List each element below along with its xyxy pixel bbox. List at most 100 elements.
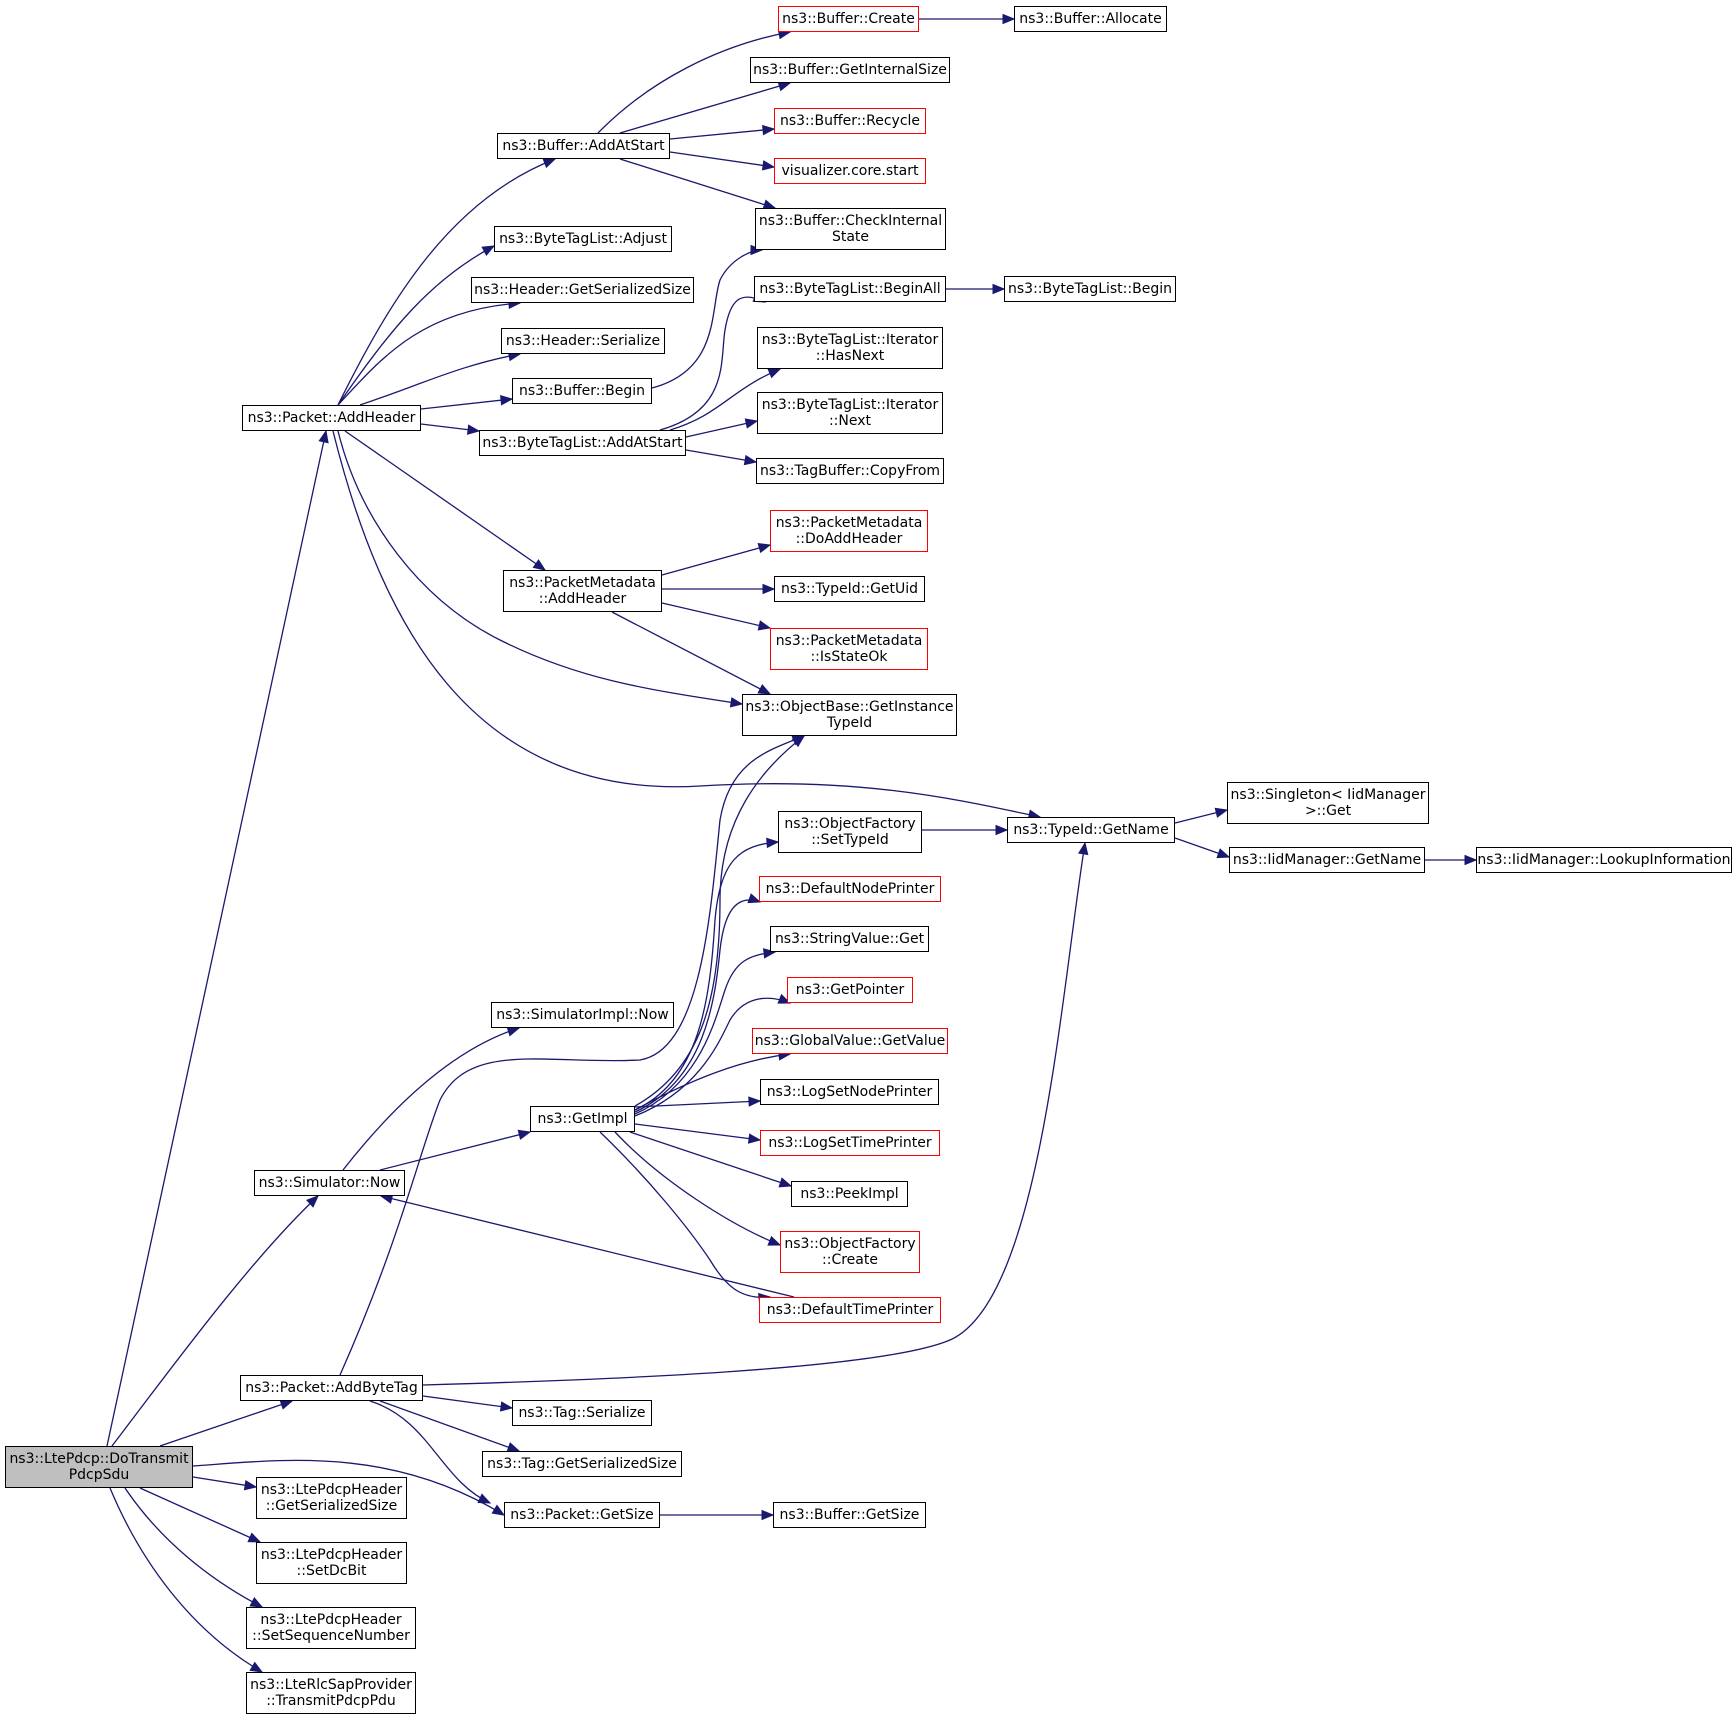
edge-iid_getname-iid_lookup <box>1425 854 1478 866</box>
node-typeid-getname[interactable]: ns3::TypeId::GetName <box>1007 817 1175 843</box>
edge-getimpl-defaulttimeprinter <box>599 1131 772 1304</box>
node-globalvalue-getvalue[interactable]: ns3::GlobalValue::GetValue <box>752 1028 948 1054</box>
node-tag-getserializedsize[interactable]: ns3::Tag::GetSerializedSize <box>482 1451 682 1477</box>
node-packetmetadata-addheader[interactable]: ns3::PacketMetadata::AddHeader <box>503 570 662 612</box>
arrowhead <box>743 454 758 466</box>
node-getimpl[interactable]: ns3::GetImpl <box>530 1106 635 1132</box>
node-defaulttimeprinter[interactable]: ns3::DefaultTimePrinter <box>759 1297 941 1323</box>
node-logsetnodeprinter[interactable]: ns3::LogSetNodePrinter <box>760 1079 939 1105</box>
edge-root-lph_setseqnum <box>124 1487 264 1608</box>
node-packet-addheader[interactable]: ns3::Packet::AddHeader <box>242 405 421 431</box>
node-bytetaglist-adjust[interactable]: ns3::ByteTagList::Adjust <box>494 226 672 252</box>
edge-typeid_getname-iid_getname <box>1174 837 1231 859</box>
node-ltepdcpheader-getserializedsize[interactable]: ns3::LtePdcpHeader::GetSerializedSize <box>256 1477 407 1519</box>
arrowhead <box>747 893 762 904</box>
edge-addbytetag-tag_serialize <box>422 1395 514 1412</box>
node-typeid-getuid[interactable]: ns3::TypeId::GetUid <box>774 576 925 602</box>
node-packet-addbytetag[interactable]: ns3::Packet::AddByteTag <box>240 1375 423 1401</box>
node-peekimpl[interactable]: ns3::PeekImpl <box>791 1181 908 1207</box>
node-bytetaglist-beginall[interactable]: ns3::ByteTagList::BeginAll <box>754 276 946 302</box>
node-header-getserializedsize[interactable]: ns3::Header::GetSerializedSize <box>471 277 694 303</box>
arrowhead <box>1002 13 1016 25</box>
arrowhead <box>477 1493 492 1504</box>
edge-getimpl-logsettimeprinter <box>634 1123 762 1144</box>
edge-getimpl-stringvalue_get <box>634 948 777 1115</box>
node-buffer-begin[interactable]: ns3::Buffer::Begin <box>512 378 652 404</box>
edge-typeid_getname-singleton_get <box>1174 807 1229 824</box>
arrowhead <box>757 684 772 695</box>
node-getpointer[interactable]: ns3::GetPointer <box>787 977 913 1003</box>
arrowhead <box>747 1133 762 1144</box>
edge-btl_beginall-btl_begin <box>946 283 1006 295</box>
arrowhead <box>757 620 772 631</box>
arrowhead <box>491 1504 506 1516</box>
node-header-serialize[interactable]: ns3::Header::Serialize <box>501 328 665 354</box>
node-bytetaglist-iterator-hasnext[interactable]: ns3::ByteTagList::Iterator::HasNext <box>757 327 943 369</box>
arrowhead <box>762 124 776 136</box>
edge-pm_addheader-ob_getinstancetypeid <box>611 611 772 695</box>
node-stringvalue-get[interactable]: ns3::StringValue::Get <box>770 926 929 952</box>
node-ltepdcpheader-setsequencenumber[interactable]: ns3::LtePdcpHeader::SetSequenceNumber <box>246 1607 416 1649</box>
node-visualizer-core-start[interactable]: visualizer.core.start <box>774 158 926 184</box>
edge-getimpl-peekimpl <box>629 1131 793 1188</box>
arrowhead <box>1214 807 1229 818</box>
node-buffer-allocate[interactable]: ns3::Buffer::Allocate <box>1014 6 1167 32</box>
node-buffer-getinternalsize[interactable]: ns3::Buffer::GetInternalSize <box>750 57 950 83</box>
edge-sim_now-getimpl <box>379 1129 532 1171</box>
arrowhead <box>762 948 777 959</box>
node-packetmetadata-doaddheader[interactable]: ns3::PacketMetadata::DoAddHeader <box>770 510 928 552</box>
edge-addheader-pm_addheader <box>344 430 547 571</box>
node-defaultnodeprinter[interactable]: ns3::DefaultNodePrinter <box>759 876 941 902</box>
node-bytetaglist-iterator-next[interactable]: ns3::ByteTagList::Iterator::Next <box>757 392 943 434</box>
node-buffer-create[interactable]: ns3::Buffer::Create <box>778 6 919 32</box>
edge-sim_now-simimpl_now <box>342 1026 521 1171</box>
arrowhead <box>744 418 759 429</box>
arrowhead <box>767 368 782 379</box>
node-iidmanager-lookupinformation[interactable]: ns3::IidManager::LookupInformation <box>1476 847 1732 873</box>
node-tag-serialize[interactable]: ns3::Tag::Serialize <box>512 1400 652 1426</box>
node-simulator-now[interactable]: ns3::Simulator::Now <box>254 1170 405 1196</box>
node-logsettimeprinter[interactable]: ns3::LogSetTimePrinter <box>760 1130 940 1156</box>
arrowhead <box>318 429 329 444</box>
node-bytetaglist-begin[interactable]: ns3::ByteTagList::Begin <box>1004 276 1176 302</box>
edge-btl_addatstart-btl_hasnext <box>669 368 782 431</box>
node-iidmanager-getname[interactable]: ns3::IidManager::GetName <box>1229 847 1425 873</box>
edge-addbytetag-ob_getinstancetypeid <box>339 735 806 1376</box>
arrowhead <box>757 543 772 554</box>
edge-buf_addatstart-buf_checkinternal <box>619 158 777 210</box>
edge-getimpl-logsetnodeprinter <box>634 1096 762 1108</box>
arrowhead <box>506 1026 521 1037</box>
node-buffer-recycle[interactable]: ns3::Buffer::Recycle <box>774 108 926 134</box>
node-singleton-iidmanager-get[interactable]: ns3::Singleton< IidManager>::Get <box>1227 782 1429 824</box>
edge-root-sim_now <box>111 1195 319 1447</box>
arrowhead <box>499 395 514 406</box>
arrowhead <box>748 1096 762 1107</box>
node-buffer-getsize[interactable]: ns3::Buffer::GetSize <box>773 1502 926 1528</box>
node-ltepdcpheader-setdcbit[interactable]: ns3::LtePdcpHeader::SetDcBit <box>256 1542 407 1584</box>
node-objectfactory-create[interactable]: ns3::ObjectFactory::Create <box>780 1231 920 1273</box>
node-tagbuffer-copyfrom[interactable]: ns3::TagBuffer::CopyFrom <box>756 458 944 484</box>
node-buffer-addatstart[interactable]: ns3::Buffer::AddAtStart <box>497 133 670 159</box>
arrowhead <box>532 559 547 571</box>
arrowhead <box>542 158 557 169</box>
node-lterlcsapprovider-transmitpdcppdu[interactable]: ns3::LteRlcSapProvider::TransmitPdcpPdu <box>246 1672 416 1714</box>
edge-buf_begin-buf_checkinternal <box>651 244 764 389</box>
arrowhead <box>249 1597 264 1608</box>
arrowhead <box>279 1399 294 1410</box>
node-simulatorimpl-now[interactable]: ns3::SimulatorImpl::Now <box>491 1002 674 1028</box>
node-packet-getsize[interactable]: ns3::Packet::GetSize <box>504 1502 660 1528</box>
arrowhead <box>766 837 780 849</box>
node-objectfactory-settypeid[interactable]: ns3::ObjectFactory::SetTypeId <box>778 811 922 853</box>
edge-root-addheader <box>106 429 329 1447</box>
edge-addbytetag-tag_getsersize <box>379 1400 521 1453</box>
node-packetmetadata-isstateok[interactable]: ns3::PacketMetadata::IsStateOk <box>770 628 928 670</box>
edge-root-pkt_getsize <box>192 1459 506 1516</box>
arrowhead <box>729 697 744 708</box>
edge-addheader-ob_getinstancetypeid <box>337 430 744 708</box>
edge-addheader-buf_begin <box>420 395 514 410</box>
node-bytetaglist-addatstart[interactable]: ns3::ByteTagList::AddAtStart <box>479 430 686 456</box>
edge-pm_addheader-pm_isstateok <box>661 602 772 631</box>
